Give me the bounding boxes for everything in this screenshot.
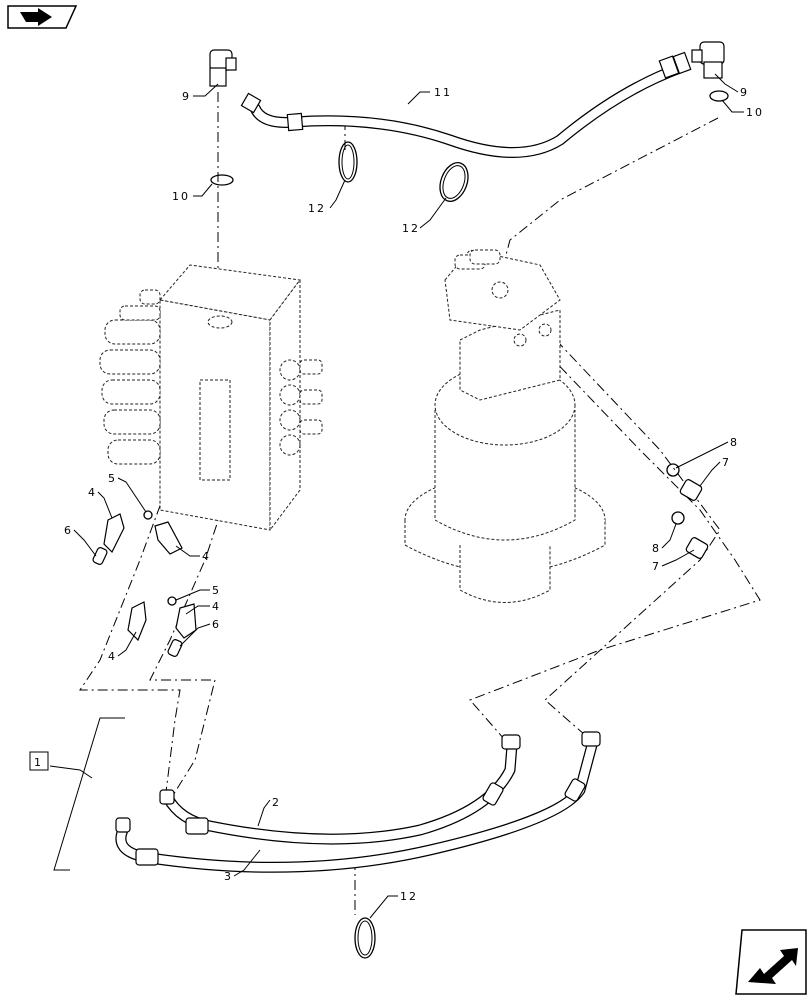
flange-clamps: [92, 463, 709, 657]
leader-lines: [49, 73, 744, 919]
callout-12b: 12: [402, 222, 420, 235]
callout-6b: 6: [212, 618, 221, 631]
seal-ring-c: [354, 917, 376, 959]
callout-7b: 7: [652, 560, 661, 573]
control-valve-block: [99, 264, 323, 532]
callout-3: 3: [224, 870, 233, 883]
callout-1: 1: [34, 756, 43, 769]
callout-2: 2: [272, 796, 281, 809]
callouts: 1 2 3 4 4 4 4 5 5 6 6 7 7 8 8 9 9 10 10 …: [34, 86, 764, 903]
callout-11: 11: [434, 86, 452, 99]
elbow-fitting-right: [691, 41, 725, 79]
center-lines: [79, 92, 761, 915]
callout-12c: 12: [400, 890, 418, 903]
callout-6a: 6: [64, 524, 73, 537]
lower-hoses: [115, 731, 601, 873]
item-1-box: [29, 751, 49, 771]
callout-10a: 10: [172, 190, 190, 203]
seal-ring-a: [338, 141, 358, 183]
callout-10b: 10: [746, 106, 764, 119]
callout-4c: 4: [212, 600, 221, 613]
callout-8a: 8: [730, 436, 739, 449]
back-arrow-icon[interactable]: [7, 5, 78, 29]
callout-8b: 8: [652, 542, 661, 555]
elbow-fitting-left: [209, 49, 237, 87]
callout-4b: 4: [202, 550, 211, 563]
next-page-arrow-icon[interactable]: [735, 929, 807, 995]
callout-9b: 9: [740, 86, 749, 99]
upper-hose: [240, 51, 692, 158]
callout-12a: 12: [308, 202, 326, 215]
seal-ring-b: [439, 162, 469, 202]
callout-7a: 7: [722, 456, 731, 469]
callout-4d: 4: [108, 650, 117, 663]
o-ring-left: [210, 174, 234, 186]
callout-5b: 5: [212, 584, 221, 597]
callout-9a: 9: [182, 90, 191, 103]
o-ring-right: [709, 90, 729, 102]
swing-motor: [404, 249, 606, 603]
callout-4a: 4: [88, 486, 97, 499]
callout-5a: 5: [108, 472, 117, 485]
